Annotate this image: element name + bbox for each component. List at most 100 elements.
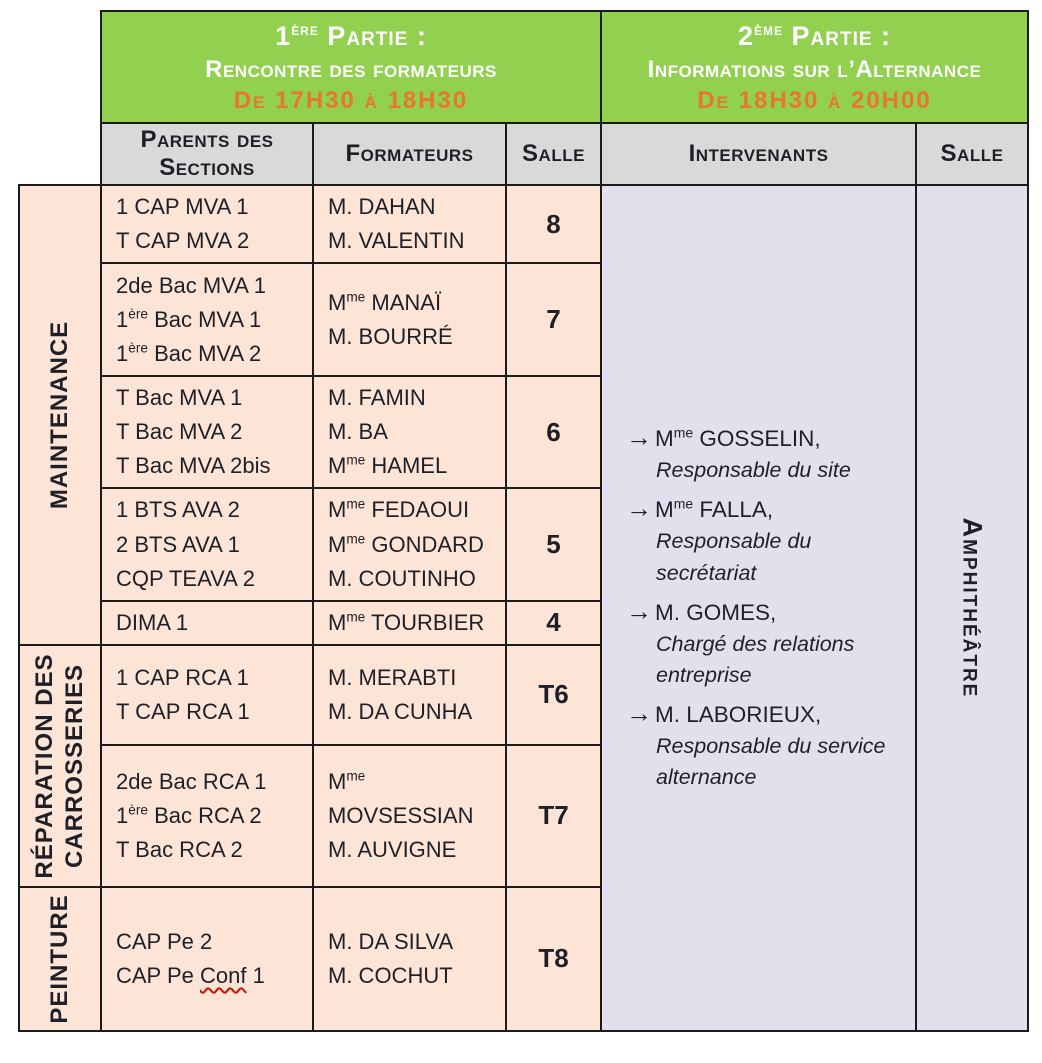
intervenant-name: →Mme FALLA, [626, 493, 907, 524]
section-line: 2de Bac MVA 1 [116, 272, 267, 298]
part2-title: 2ème Partie : [737, 20, 892, 51]
group-label-maintenance-text: MAINTENANCE [46, 320, 73, 510]
section-line: T Bac RCA 2 [116, 836, 243, 862]
formateur-line: M. COUTINHO [328, 565, 476, 591]
part2-subtitle: Informations sur l’Alternance [647, 56, 982, 83]
sections-cell: 1 CAP RCA 1 T CAP RCA 1 [100, 643, 314, 746]
intervenant-entry: →Mme FALLA, Responsable du secrétariat [626, 493, 907, 588]
formateur-line: M. DAHAN [328, 194, 436, 219]
group-label-reparation-text: RÉPARATION DES CARROSSERIES [30, 653, 90, 878]
section-line: T Bac MVA 2 [116, 419, 243, 445]
sections-cell: CAP Pe 2 CAP Pe Conf 1 [100, 885, 314, 1032]
intervenant-name-text: Mme FALLA, [655, 495, 774, 523]
table-row: DIMA 1 Mme TOURBIER 4 [19, 599, 1028, 646]
top-left-spacer [19, 11, 101, 123]
salle-cell: T7 [505, 743, 602, 888]
intervenant-name-text: M. LABORIEUX, [655, 702, 822, 728]
formateur-line: Mme FEDAOUI [328, 497, 470, 523]
part1-header: 1ère Partie : Rencontre des formateurs D… [100, 10, 602, 124]
sections-cell: 1 BTS AVA 2 2 BTS AVA 1 CQP TEAVA 2 [100, 487, 314, 602]
intervenant-name: →M. GOMES, [626, 596, 907, 627]
formateurs-cell: Mme FEDAOUI Mme GONDARD M. COUTINHO [312, 487, 507, 602]
section-line: CQP TEAVA 2 [116, 565, 255, 591]
schedule-table: 1ère Partie : Rencontre des formateurs D… [18, 10, 1029, 1032]
group-label-maintenance: MAINTENANCE [18, 184, 102, 646]
formateur-line: Mme HAMEL [328, 453, 448, 479]
table-row: MAINTENANCE 1 CAP MVA 1 T CAP MVA 2 M. D… [18, 183, 1029, 1032]
section-line: 1ère Bac MVA 2 [116, 340, 262, 366]
part1-time: De 17H30 à 18H30 [233, 87, 469, 114]
formateurs-cell: Mme MOVSESSIAN M. AUVIGNE [312, 743, 507, 888]
intervenant-entry: →M. LABORIEUX, Responsable du service al… [626, 698, 907, 793]
column-header-salle1: Salle [505, 122, 602, 186]
formateur-line: MOVSESSIAN [328, 802, 474, 828]
formateur-line: M. AUVIGNE [328, 836, 457, 862]
section-line: 2de Bac RCA 1 [116, 768, 267, 794]
table-row: 1 BTS AVA 2 2 BTS AVA 1 CQP TEAVA 2 Mme … [19, 487, 1028, 602]
intervenant-role: Responsable du site [656, 458, 851, 483]
salle-cell: 5 [505, 487, 602, 602]
column-header-parents: Parents des Sections [100, 122, 314, 186]
sections-cell: 2de Bac RCA 1 1ère Bac RCA 2 T Bac RCA 2 [100, 743, 314, 888]
group-label-peinture: PEINTURE [18, 885, 102, 1032]
formateur-line: Mme GONDARD [328, 531, 484, 557]
group-label-peinture-text: PEINTURE [46, 894, 73, 1024]
column-header-formateurs: Formateurs [312, 122, 507, 186]
table-row: 2de Bac RCA 1 1ère Bac RCA 2 T Bac RCA 2… [19, 743, 1028, 888]
table-row: PEINTURE CAP Pe 2 CAP Pe Conf 1 M. DA SI… [18, 885, 1028, 1032]
group-label-reparation-line2: CARROSSERIES [61, 663, 88, 868]
formateur-line: Mme TOURBIER [328, 609, 485, 635]
formateur-line: M. DA CUNHA [328, 698, 473, 724]
section-line: T CAP MVA 2 [116, 228, 250, 254]
section-line: 1 BTS AVA 2 [116, 497, 240, 523]
salle-cell: 6 [505, 375, 602, 490]
table-row: 2de Bac MVA 1 1ère Bac MVA 1 1ère Bac MV… [19, 262, 1028, 378]
group-label-reparation: RÉPARATION DES CARROSSERIES [18, 643, 102, 888]
formateur-line: M. VALENTIN [328, 228, 465, 254]
section-line: 2 BTS AVA 1 [116, 531, 240, 557]
section-line: 1 CAP RCA 1 [116, 664, 249, 690]
formateurs-cell: M. DAHAN M. VALENTIN [312, 183, 507, 265]
arrow-icon: → [626, 422, 652, 453]
part2-time: De 18H30 à 20H00 [697, 87, 932, 114]
formateur-line: M. BA [328, 419, 388, 445]
column-header-salle2: Salle [915, 122, 1029, 186]
formateur-line: M. COCHUT [328, 962, 453, 988]
table-row: T Bac MVA 1 T Bac MVA 2 T Bac MVA 2bis M… [19, 375, 1028, 490]
arrow-icon: → [626, 698, 652, 729]
section-line: T Bac MVA 1 [116, 385, 243, 411]
intervenant-role: Responsable du service alternance [656, 734, 886, 790]
column-header-intervenants: Intervenants [600, 122, 917, 186]
formateur-line: M. FAMIN [328, 385, 426, 411]
intervenant-name: →M. LABORIEUX, [626, 698, 907, 729]
section-line: 1ère Bac MVA 1 [116, 306, 262, 332]
section-line: CAP Pe 2 [116, 928, 213, 954]
sections-cell: 2de Bac MVA 1 1ère Bac MVA 1 1ère Bac MV… [100, 262, 314, 378]
amphitheatre-label: Amphithéâtre [957, 517, 988, 699]
salle-cell: T6 [505, 643, 602, 746]
intervenant-name-text: Mme GOSSELIN, [655, 424, 821, 452]
formateurs-cell: Mme TOURBIER [312, 599, 507, 646]
formateurs-cell: M. FAMIN M. BA Mme HAMEL [312, 375, 507, 490]
group-label-reparation-line1: RÉPARATION DES [31, 653, 58, 879]
sections-cell: DIMA 1 [100, 599, 314, 646]
section-line: T Bac MVA 2bis [116, 453, 271, 479]
salle-cell: T8 [505, 885, 602, 1032]
section-line: CAP Pe Conf 1 [116, 962, 265, 988]
part1-subtitle: Rencontre des formateurs [205, 56, 497, 83]
part1-title: 1ère Partie : [275, 20, 427, 51]
formateurs-cell: Mme MANAÏ M. BOURRÉ [312, 262, 507, 378]
arrow-icon: → [626, 595, 652, 626]
section-line: 1 CAP MVA 1 [116, 194, 249, 219]
intervenant-entry: →M. GOMES, Chargé des relations entrepri… [626, 596, 907, 691]
section-line: T CAP RCA 1 [116, 698, 250, 724]
sections-cell: T Bac MVA 1 T Bac MVA 2 T Bac MVA 2bis [100, 375, 314, 490]
arrow-icon: → [626, 493, 652, 524]
intervenants-list: →Mme GOSSELIN, Responsable du site →Mme … [603, 422, 914, 793]
section-line: DIMA 1 [116, 609, 189, 635]
intervenant-entry: →Mme GOSSELIN, Responsable du site [626, 422, 907, 486]
section-line: 1ère Bac RCA 2 [116, 802, 262, 828]
formateur-line: M. MERABTI [328, 664, 457, 690]
formateur-line: Mme [328, 768, 366, 794]
part2-header: 2ème Partie : Informations sur l’Alterna… [600, 10, 1029, 124]
